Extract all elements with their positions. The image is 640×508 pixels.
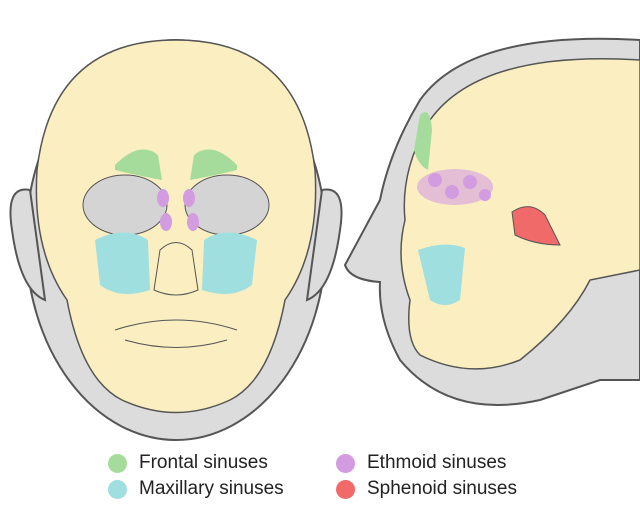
- legend-sphenoid: Sphenoid sinuses: [336, 478, 517, 500]
- legend-label: Frontal sinuses: [139, 452, 268, 473]
- nasal-cavity: [153, 242, 199, 296]
- maxillary-dot-icon: [108, 479, 127, 499]
- frontal-sinus-right: [190, 149, 237, 180]
- teeth: [114, 319, 238, 348]
- frontal-dot-icon: [108, 453, 127, 473]
- legend-frontal: Frontal sinuses: [108, 452, 268, 474]
- ethmoid-dot-icon: [336, 453, 355, 473]
- left-ear: [9, 188, 47, 302]
- sphenoid-sinus: [511, 206, 561, 246]
- ethmoid-sinus-front: [157, 189, 199, 231]
- side-view: [343, 37, 640, 406]
- legend-label: Maxillary sinuses: [139, 478, 284, 499]
- sphenoid-dot-icon: [336, 479, 355, 499]
- frontal-sinus-left: [115, 149, 162, 180]
- sinus-illustration: [9, 37, 640, 441]
- front-view: [9, 39, 343, 441]
- legend-label: Sphenoid sinuses: [367, 478, 517, 499]
- maxillary-sinus-right: [202, 232, 257, 294]
- left-orbit: [82, 174, 168, 236]
- frontal-sinus-side: [414, 112, 432, 170]
- maxillary-sinus-side: [418, 244, 465, 305]
- maxillary-sinus-left: [95, 232, 150, 294]
- legend-label: Ethmoid sinuses: [367, 452, 507, 473]
- right-ear: [305, 188, 343, 302]
- legend-maxillary: Maxillary sinuses: [108, 478, 284, 500]
- ethmoid-sinus-side: [417, 169, 493, 205]
- front-skull: [35, 39, 317, 414]
- legend-ethmoid: Ethmoid sinuses: [336, 452, 506, 474]
